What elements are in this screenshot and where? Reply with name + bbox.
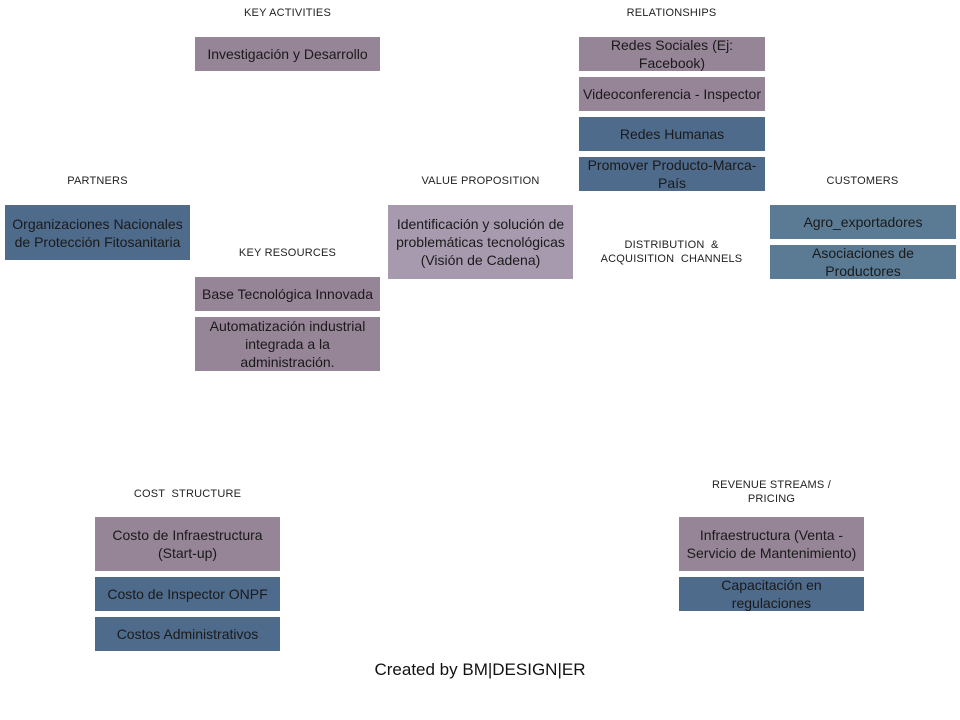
relationship-box-social: Redes Sociales (Ej: Facebook) [579, 37, 765, 71]
cost-box-infrastructure: Costo de Infraestructura (Start-up) [95, 517, 280, 571]
cost-structure-heading: COST STRUCTURE [133, 488, 242, 500]
customer-box-agro: Agro_exportadores [770, 205, 956, 239]
distribution-heading-line2: ACQUISITION CHANNELS [600, 253, 743, 265]
footer-credit: Created by BM|DESIGN|ER [374, 660, 586, 679]
relationship-box-human: Redes Humanas [579, 117, 765, 151]
partner-box: Organizaciones Nacionales de Protección … [5, 205, 190, 260]
partners-heading: PARTNERS [67, 175, 128, 187]
relationship-box-video: Videoconferencia - Inspector [579, 77, 765, 111]
customers-heading: CUSTOMERS [826, 175, 899, 187]
revenue-box-infrastructure: Infraestructura (Venta - Servicio de Man… [679, 517, 864, 571]
distribution-heading: DISTRIBUTION & ACQUISITION CHANNELS [579, 238, 764, 266]
key-resources-heading: KEY RESOURCES [238, 247, 337, 259]
relationship-box-promote: Promover Producto-Marca-País [579, 157, 765, 191]
revenue-heading-line1: REVENUE STREAMS / [712, 479, 831, 491]
cost-box-inspector: Costo de Inspector ONPF [95, 577, 280, 611]
distribution-heading-line1: DISTRIBUTION & [624, 239, 719, 251]
revenue-box-training: Capacitación en regulaciones [679, 577, 864, 611]
value-proposition-heading: VALUE PROPOSITION [421, 175, 540, 187]
key-resource-box-base: Base Tecnológica Innovada [195, 277, 380, 311]
customer-box-associations: Asociaciones de Productores [770, 245, 956, 279]
cost-box-admin: Costos Administrativos [95, 617, 280, 651]
value-proposition-box: Identificación y solución de problemátic… [388, 205, 573, 279]
key-resource-box-automation: Automatización industrial integrada a la… [195, 317, 380, 371]
revenue-heading: REVENUE STREAMS / PRICING [679, 478, 864, 506]
revenue-heading-line2: PRICING [747, 493, 796, 505]
key-activity-box: Investigación y Desarrollo [195, 37, 380, 71]
relationships-heading: RELATIONSHIPS [626, 7, 717, 19]
key-activities-heading: KEY ACTIVITIES [244, 7, 331, 19]
